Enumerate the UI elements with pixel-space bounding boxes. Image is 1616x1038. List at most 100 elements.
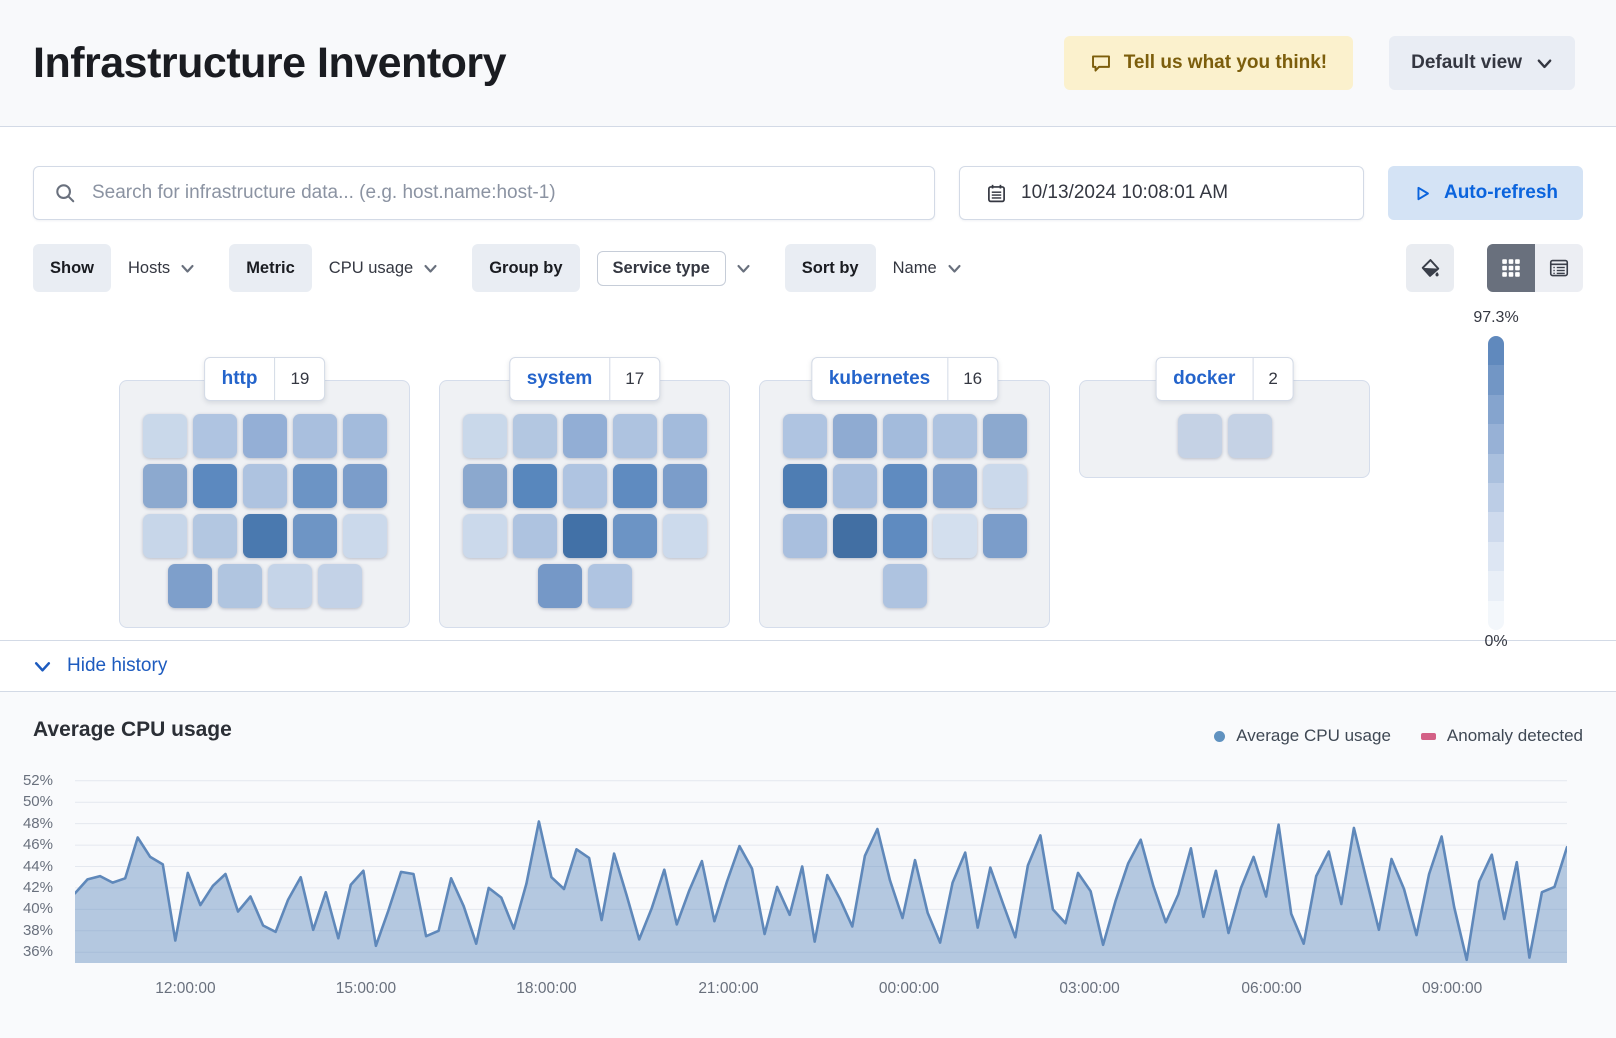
host-square[interactable]: [217, 564, 262, 608]
host-square[interactable]: [342, 514, 387, 558]
host-square[interactable]: [882, 514, 927, 558]
y-tick-label: 50%: [22, 793, 53, 811]
x-tick-label: 09:00:00: [1421, 980, 1483, 997]
group-name-link[interactable]: system: [526, 368, 593, 389]
host-square[interactable]: [242, 414, 287, 458]
host-square[interactable]: [882, 464, 927, 508]
host-square[interactable]: [932, 514, 977, 558]
y-tick-label: 42%: [22, 878, 53, 896]
host-square[interactable]: [932, 464, 977, 508]
host-square[interactable]: [142, 464, 187, 508]
group-name-link[interactable]: kubernetes: [828, 368, 931, 389]
waffle-view-button[interactable]: [1487, 244, 1535, 292]
host-square[interactable]: [832, 514, 877, 558]
chart-title: Average CPU usage: [33, 718, 232, 741]
waffle-row: [440, 564, 729, 608]
filter-label-metric: Metric: [229, 244, 312, 292]
filter-selected-option: Service type: [596, 250, 726, 286]
host-square[interactable]: [782, 464, 827, 508]
host-square[interactable]: [462, 414, 507, 458]
filter-label-group-by: Group by: [472, 244, 580, 292]
feedback-button[interactable]: Tell us what you think!: [1063, 36, 1354, 90]
filter-selected-option: Name: [892, 258, 937, 277]
host-square[interactable]: [562, 414, 607, 458]
host-square[interactable]: [882, 564, 927, 608]
y-tick-label: 46%: [22, 836, 53, 854]
color-palette-button[interactable]: [1406, 244, 1454, 292]
host-square[interactable]: [462, 514, 507, 558]
host-square[interactable]: [662, 414, 707, 458]
host-square[interactable]: [612, 414, 657, 458]
group-name-link[interactable]: http: [221, 368, 258, 389]
host-square[interactable]: [242, 464, 287, 508]
chart-y-axis: 52%50%48%46%44%42%40%38%36%: [0, 770, 65, 963]
color-scale: 97.3% 0%: [1473, 309, 1518, 650]
host-square[interactable]: [612, 514, 657, 558]
host-square[interactable]: [782, 414, 827, 458]
auto-refresh-label: Auto-refresh: [1443, 182, 1558, 203]
calendar-icon: [988, 184, 1005, 202]
host-square[interactable]: [242, 514, 287, 558]
table-view-button[interactable]: [1535, 244, 1583, 292]
host-square[interactable]: [537, 564, 582, 608]
host-square[interactable]: [292, 464, 337, 508]
waffle-row: [120, 564, 409, 608]
filter-value-sort-by[interactable]: Name: [876, 244, 974, 292]
host-square[interactable]: [192, 464, 237, 508]
host-square[interactable]: [512, 464, 557, 508]
chevron-down-icon: [1537, 58, 1552, 68]
host-square[interactable]: [267, 564, 312, 608]
x-tick-label: 03:00:00: [1059, 980, 1120, 997]
host-square[interactable]: [982, 464, 1027, 508]
waffle-row: [760, 514, 1049, 558]
host-square[interactable]: [142, 414, 187, 458]
host-square[interactable]: [982, 414, 1027, 458]
waffle-row: [120, 514, 409, 558]
host-square[interactable]: [982, 514, 1027, 558]
host-square[interactable]: [932, 414, 977, 458]
host-square[interactable]: [562, 464, 607, 508]
host-square[interactable]: [832, 414, 877, 458]
host-square[interactable]: [292, 514, 337, 558]
host-square[interactable]: [462, 464, 507, 508]
y-tick-label: 48%: [22, 814, 53, 832]
host-square[interactable]: [317, 564, 362, 608]
host-square[interactable]: [662, 514, 707, 558]
speech-bubble-icon: [1091, 55, 1110, 72]
host-square[interactable]: [512, 514, 557, 558]
filter-value-show[interactable]: Hosts: [111, 244, 207, 292]
host-square[interactable]: [512, 414, 557, 458]
host-square[interactable]: [882, 414, 927, 458]
view-selector-button[interactable]: Default view: [1389, 36, 1575, 90]
host-square[interactable]: [782, 514, 827, 558]
host-square[interactable]: [192, 414, 237, 458]
host-square[interactable]: [192, 514, 237, 558]
host-square[interactable]: [142, 514, 187, 558]
filter-value-group-by[interactable]: Service type: [580, 244, 763, 292]
hide-history-toggle[interactable]: Hide history: [0, 640, 1616, 692]
date-picker-button[interactable]: 10/13/2024 10:08:01 AM: [959, 166, 1364, 220]
host-square[interactable]: [612, 464, 657, 508]
date-picker-value: 10/13/2024 10:08:01 AM: [1021, 182, 1229, 203]
legend-item[interactable]: Anomaly detected: [1420, 726, 1583, 746]
host-square[interactable]: [292, 414, 337, 458]
host-square[interactable]: [167, 564, 212, 608]
search-input[interactable]: [92, 182, 914, 204]
host-square[interactable]: [587, 564, 632, 608]
host-square[interactable]: [562, 514, 607, 558]
group-name-link[interactable]: docker: [1173, 368, 1236, 389]
host-square[interactable]: [1177, 414, 1222, 458]
host-square[interactable]: [832, 464, 877, 508]
color-scale-step: [1488, 512, 1504, 542]
legend-item[interactable]: Average CPU usage: [1214, 726, 1391, 746]
filter-value-metric[interactable]: CPU usage: [312, 244, 450, 292]
play-icon: [1417, 186, 1429, 200]
host-square[interactable]: [342, 464, 387, 508]
host-square[interactable]: [342, 414, 387, 458]
host-square[interactable]: [662, 464, 707, 508]
host-square[interactable]: [1227, 414, 1272, 458]
auto-refresh-button[interactable]: Auto-refresh: [1388, 166, 1583, 220]
